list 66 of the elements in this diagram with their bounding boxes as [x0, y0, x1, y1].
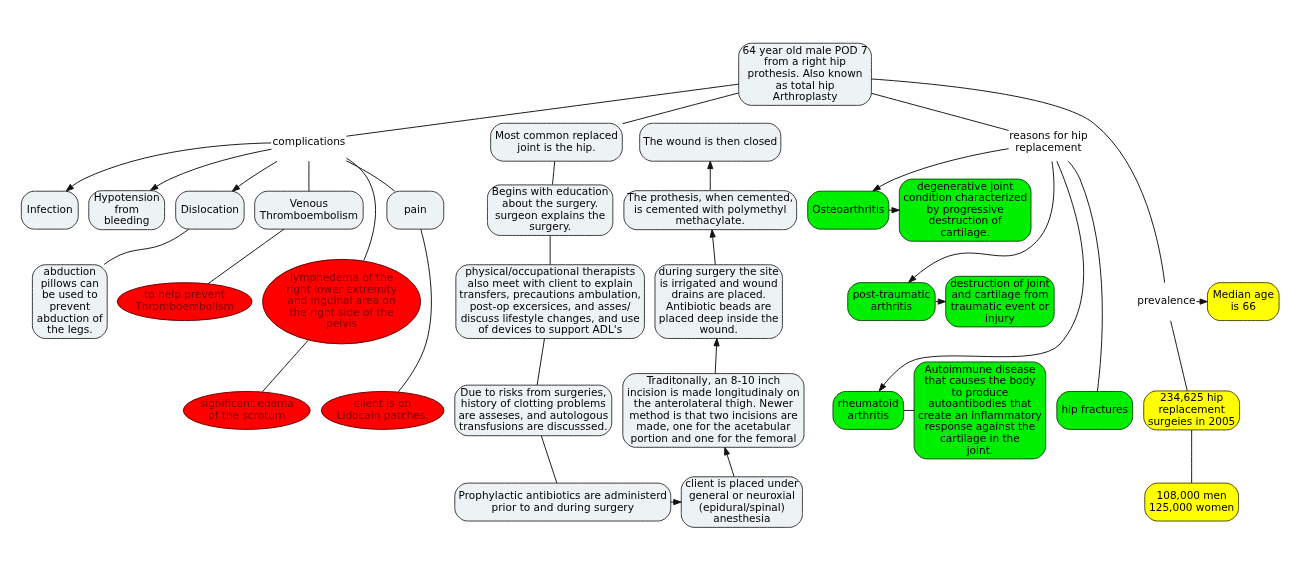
arrow: [709, 229, 716, 266]
arrow: [872, 148, 1010, 192]
node-box: Autoimmune disease that causes the body to produce autoantibodies that create an inflammatory response against the cartilage in the joint.: [913, 361, 1047, 460]
node-box: Osteoarthritis: [807, 190, 890, 230]
node-box: physical/occupational therapists also meet with client to explain transfers, precautions ambulation, post-op excersices, and asses/ discuss lifestyle changes, and use of devices to support ADL's: [455, 264, 645, 339]
connector: [549, 235, 551, 265]
node-text: prevalence: [1137, 294, 1196, 307]
node-box: 64 year old male POD 7 from a right hip prothesis. Also known as total hip Arthroplasty: [738, 42, 872, 106]
node-box: Traditonally, an 8-10 inch incision is made longitudinaly on the anterolateral thigh. Newer method is that two incisions are made, one for the acetabular portion and one for the femoral: [622, 373, 805, 448]
connector: [346, 160, 396, 192]
connector: [103, 228, 190, 265]
node-box: Hypotension from bleeding: [88, 190, 166, 231]
node-ellipse: client is on Lidocain patches.: [320, 391, 445, 430]
node-ellipse: to help prevent Thromboembolism: [116, 282, 253, 322]
arrow: [1195, 298, 1208, 305]
node-box: degenerative joint condition characterized by progressive destruction of cartilage.: [898, 178, 1032, 242]
node-ellipse: significant edema of the scrotum: [182, 391, 311, 430]
arrow: [713, 338, 720, 374]
arrow: [670, 499, 682, 506]
node-box: Median age is 66: [1206, 282, 1280, 322]
node-box: destruction of joint and cartilage from traumatic event or injury: [945, 275, 1055, 328]
node-box: Venous Thromboembolism: [254, 190, 364, 230]
connector: [1191, 429, 1193, 484]
connector: [540, 435, 558, 484]
node-box: Prophylactic antibiotics are administerd prior to and during surgery: [454, 482, 672, 522]
connector: [345, 157, 376, 262]
node-text: complications: [272, 134, 346, 147]
node-box: hip fractures: [1056, 391, 1134, 430]
node-box: rheumatoid arthritis: [832, 391, 905, 430]
node-box: Infection: [20, 190, 79, 230]
connector: [871, 92, 1010, 131]
node-box: Dislocation: [175, 190, 245, 230]
node-text: reasons for hip replacement: [1009, 129, 1088, 153]
arrow: [724, 446, 735, 478]
arrow: [878, 160, 1084, 392]
node-box: Begins with education about the surgery. surgeon explains the surgery.: [487, 184, 614, 236]
connector: [345, 83, 740, 137]
arrow: [935, 298, 947, 305]
node-box: 234,625 hip replacement surgeies in 2005: [1143, 390, 1241, 431]
node-box: during surgery the site is irrigated and wound drains are placed. Antibiotic beads are placed deep inside the wound.: [654, 264, 783, 339]
connector: [621, 92, 739, 125]
arrow: [149, 148, 272, 191]
connector: [1067, 160, 1103, 392]
arrow: [707, 160, 714, 191]
connector: [1170, 320, 1188, 392]
node-box: 108,000 men 125,000 women: [1144, 482, 1239, 522]
node-box: Due to risks from surgeries, history of clotting problems are asseses, and autologous transfusions are discusssed.: [454, 384, 613, 437]
connector: [308, 160, 310, 192]
node-ellipse: lymphedema of the right lower extremity and inguinal area on the right side of the pelvis: [262, 258, 421, 345]
connector: [261, 339, 309, 393]
node-box: client is placed under general or neuroxial (epidural/spinal) anesthesia: [680, 476, 803, 528]
connector: [870, 78, 1166, 284]
connector: [903, 409, 915, 411]
connector: [207, 228, 285, 285]
node-box: abduction pillows can be used to prevent abduction of the legs.: [31, 264, 108, 339]
arrow: [65, 142, 272, 192]
connector: [397, 228, 432, 393]
node-box: pain: [386, 190, 445, 230]
node-box: The prothesis, when cemented, is cemented with polymethyl methacylate.: [623, 190, 798, 231]
node-box: Most common replaced joint is the hip.: [490, 122, 623, 162]
arrow: [231, 160, 278, 192]
connector: [552, 160, 556, 185]
arrow: [908, 160, 1055, 283]
node-box: post-traumatic arthritis: [847, 282, 936, 322]
node-box: The wound is then closed: [639, 122, 782, 162]
connector: [536, 338, 545, 386]
